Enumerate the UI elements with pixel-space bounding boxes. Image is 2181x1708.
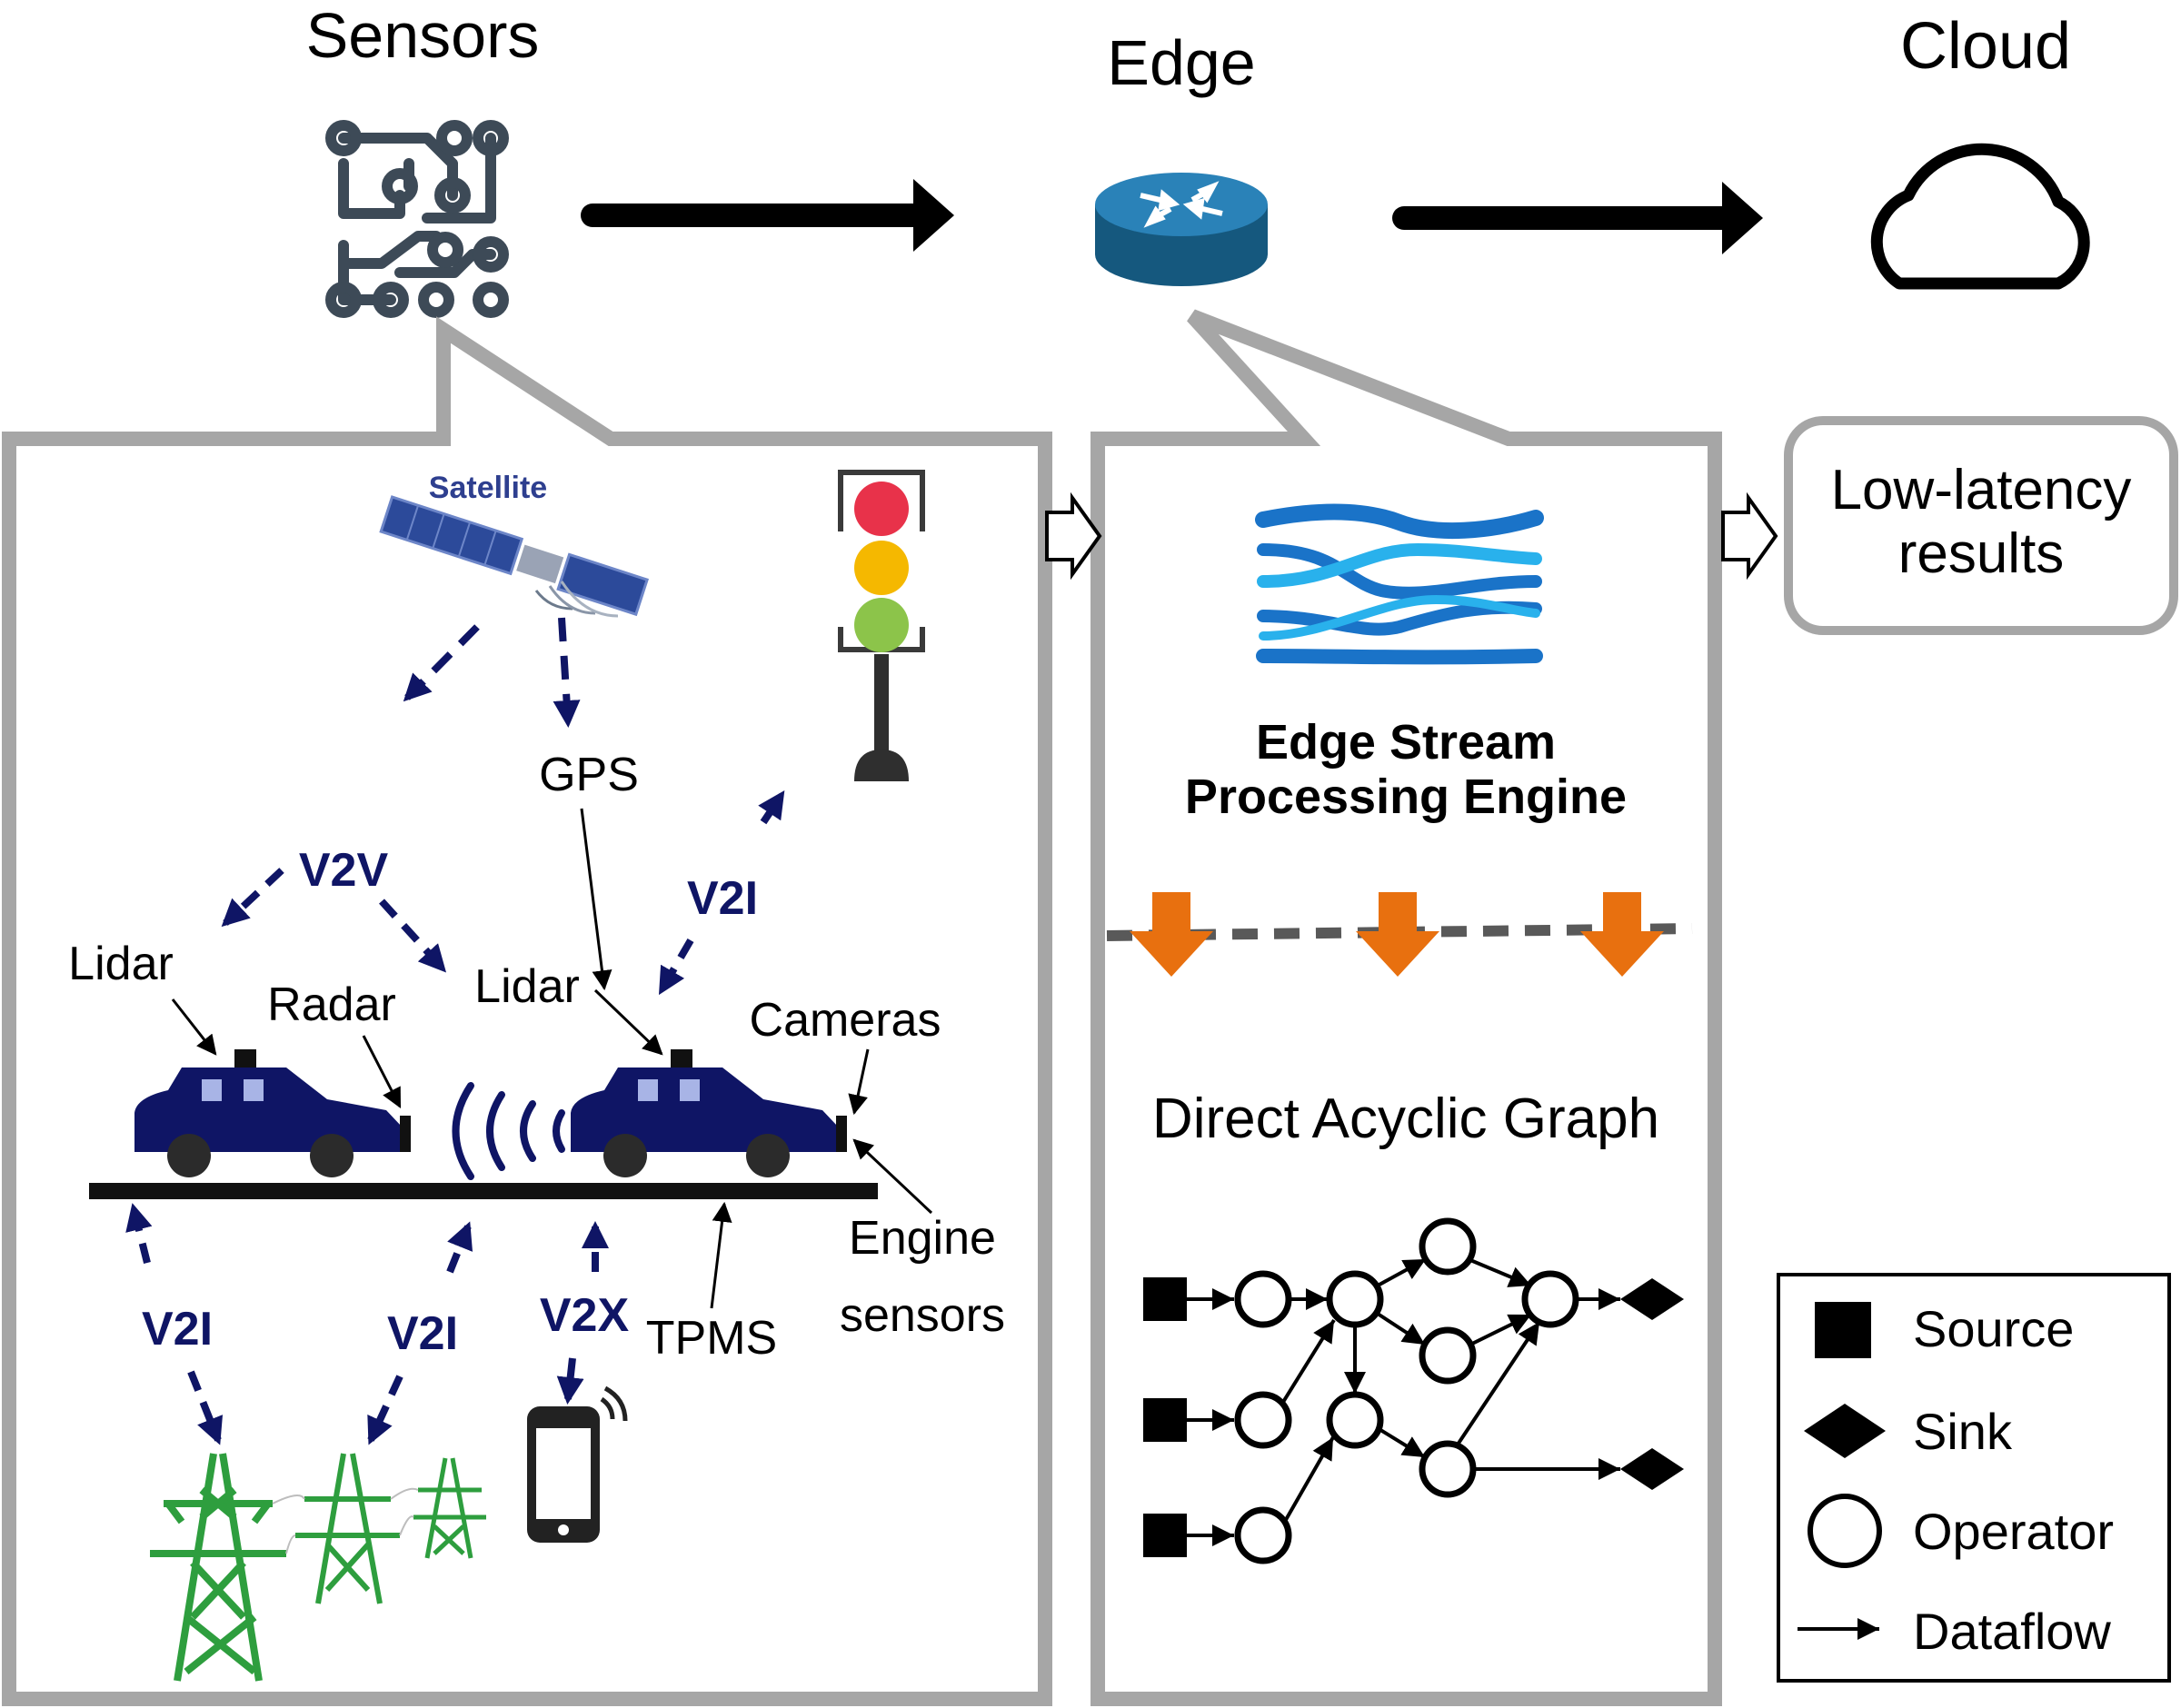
v2i-bottom-mid-arrow-down [367, 1375, 403, 1445]
satellite-label: Satellite [429, 471, 547, 505]
dag-source-node [1143, 1514, 1187, 1557]
dag-operator-node [1234, 1391, 1292, 1449]
cloud-icon [1870, 143, 2090, 290]
v2i-top-label: V2I [687, 872, 758, 925]
gps-label: GPS [539, 749, 639, 801]
v2i-bottom-left-arrow-down [187, 1370, 224, 1445]
radar-waves-icon [452, 1082, 565, 1180]
radar-pointer [362, 1035, 402, 1108]
legend-source-label: Source [1913, 1300, 2074, 1357]
results-line2: results [1898, 522, 2065, 585]
power-tower-medium-icon [295, 1453, 400, 1604]
lidar-right-label: Lidar [474, 960, 580, 1013]
engine-title-line1: Edge Stream [1256, 715, 1556, 770]
legend-dataflow-label: Dataflow [1913, 1603, 2111, 1660]
engine-label-line1: Engine [849, 1212, 996, 1265]
sensors-panel [2, 316, 1052, 1706]
flow-arrow-edge-to-cloud [1392, 182, 1763, 254]
engine-pointer [852, 1138, 933, 1215]
legend-source-swatch [1815, 1302, 1871, 1358]
cloud-title: Cloud [1900, 10, 2071, 83]
legend-sink-swatch [1804, 1404, 1886, 1458]
legend-operator-swatch [1808, 1494, 1882, 1568]
traffic-light-icon [838, 470, 925, 781]
cameras-pointer [848, 1048, 870, 1116]
legend-sink-label: Sink [1913, 1403, 2013, 1460]
radar-label: Radar [267, 978, 396, 1031]
dag-operator-node [1326, 1270, 1384, 1328]
v2i-top-arrow [758, 790, 785, 825]
flow-arrow-sensors-to-edge [581, 179, 954, 252]
v2i-bottom-mid-arrow-up [446, 1221, 473, 1274]
dag-title: Direct Acyclic Graph [1152, 1087, 1659, 1150]
edge-panel [1090, 309, 1722, 1706]
tpms-label: TPMS [646, 1312, 777, 1365]
dag-edge [1469, 1258, 1532, 1287]
satellite-icon [379, 495, 650, 618]
gps-pointer [580, 808, 612, 991]
dag-operator-node [1326, 1391, 1384, 1449]
dag-edge [1376, 1312, 1427, 1346]
power-lines [272, 1487, 419, 1554]
hollow-arrow-edge-to-results [1721, 492, 1778, 581]
v2i-bottom-left-arrow-up [125, 1203, 153, 1264]
dag-graph [1143, 1217, 1684, 1564]
v2i-top-arrow-lower [658, 938, 694, 996]
dag-sink-node [1620, 1278, 1684, 1320]
stream-processing-icon [1255, 503, 1544, 665]
car-left-icon [134, 1049, 411, 1177]
dag-edge [1456, 1320, 1541, 1446]
tpms-pointer [710, 1201, 732, 1309]
dag-operator-node [1419, 1440, 1477, 1498]
engine-label-line2: sensors [840, 1289, 1005, 1342]
edge-title: Edge [1107, 27, 1255, 98]
v2x-arrow-down [556, 1357, 584, 1405]
dag-source-node [1143, 1398, 1187, 1442]
hollow-arrow-sensors-to-edge [1045, 492, 1102, 581]
v2i-bottom-mid-label: V2I [387, 1307, 458, 1360]
dag-edge [1376, 1426, 1427, 1459]
power-tower-large-icon [150, 1453, 286, 1682]
satellite-gps-arrow [553, 617, 581, 728]
lidar-left-label: Lidar [68, 938, 174, 990]
dag-edge [1281, 1436, 1335, 1525]
car-right-icon [571, 1049, 847, 1177]
orange-down-arrow-3 [1580, 892, 1664, 977]
v2v-label: V2V [299, 844, 389, 897]
dag-sink-node [1620, 1448, 1684, 1490]
dag-operator-node [1419, 1326, 1477, 1385]
dag-operator-node [1234, 1506, 1292, 1564]
smartphone-icon [527, 1385, 628, 1543]
router-icon [1095, 173, 1268, 286]
road [89, 1183, 878, 1199]
dag-operator-node [1419, 1217, 1477, 1276]
dag-edge [1469, 1313, 1532, 1346]
power-tower-small-icon [413, 1457, 486, 1559]
dag-edge [1279, 1318, 1336, 1408]
results-line1: Low-latency [1831, 459, 2132, 521]
lidar-right-pointer [593, 988, 663, 1056]
legend-operator-label: Operator [1913, 1503, 2114, 1560]
circuit-sensor-icon [325, 120, 509, 318]
orange-down-arrow-2 [1356, 892, 1439, 977]
results-box [1784, 416, 2178, 635]
v2x-label: V2X [540, 1289, 630, 1342]
v2v-left-arrow [221, 868, 284, 928]
dag-edge [1377, 1257, 1427, 1287]
orange-down-arrow-1 [1130, 892, 1213, 977]
v2i-bottom-left-label: V2I [142, 1303, 213, 1355]
sensors-title: Sensors [306, 0, 540, 71]
v2v-right-arrow [379, 899, 447, 973]
satellite-down-left-arrow [403, 624, 480, 702]
cameras-label: Cameras [750, 994, 941, 1047]
lidar-left-pointer [171, 998, 217, 1056]
dag-source-node [1143, 1277, 1187, 1321]
dag-operator-node [1234, 1270, 1292, 1328]
engine-title-line2: Processing Engine [1185, 770, 1627, 824]
dag-operator-node [1521, 1270, 1579, 1328]
